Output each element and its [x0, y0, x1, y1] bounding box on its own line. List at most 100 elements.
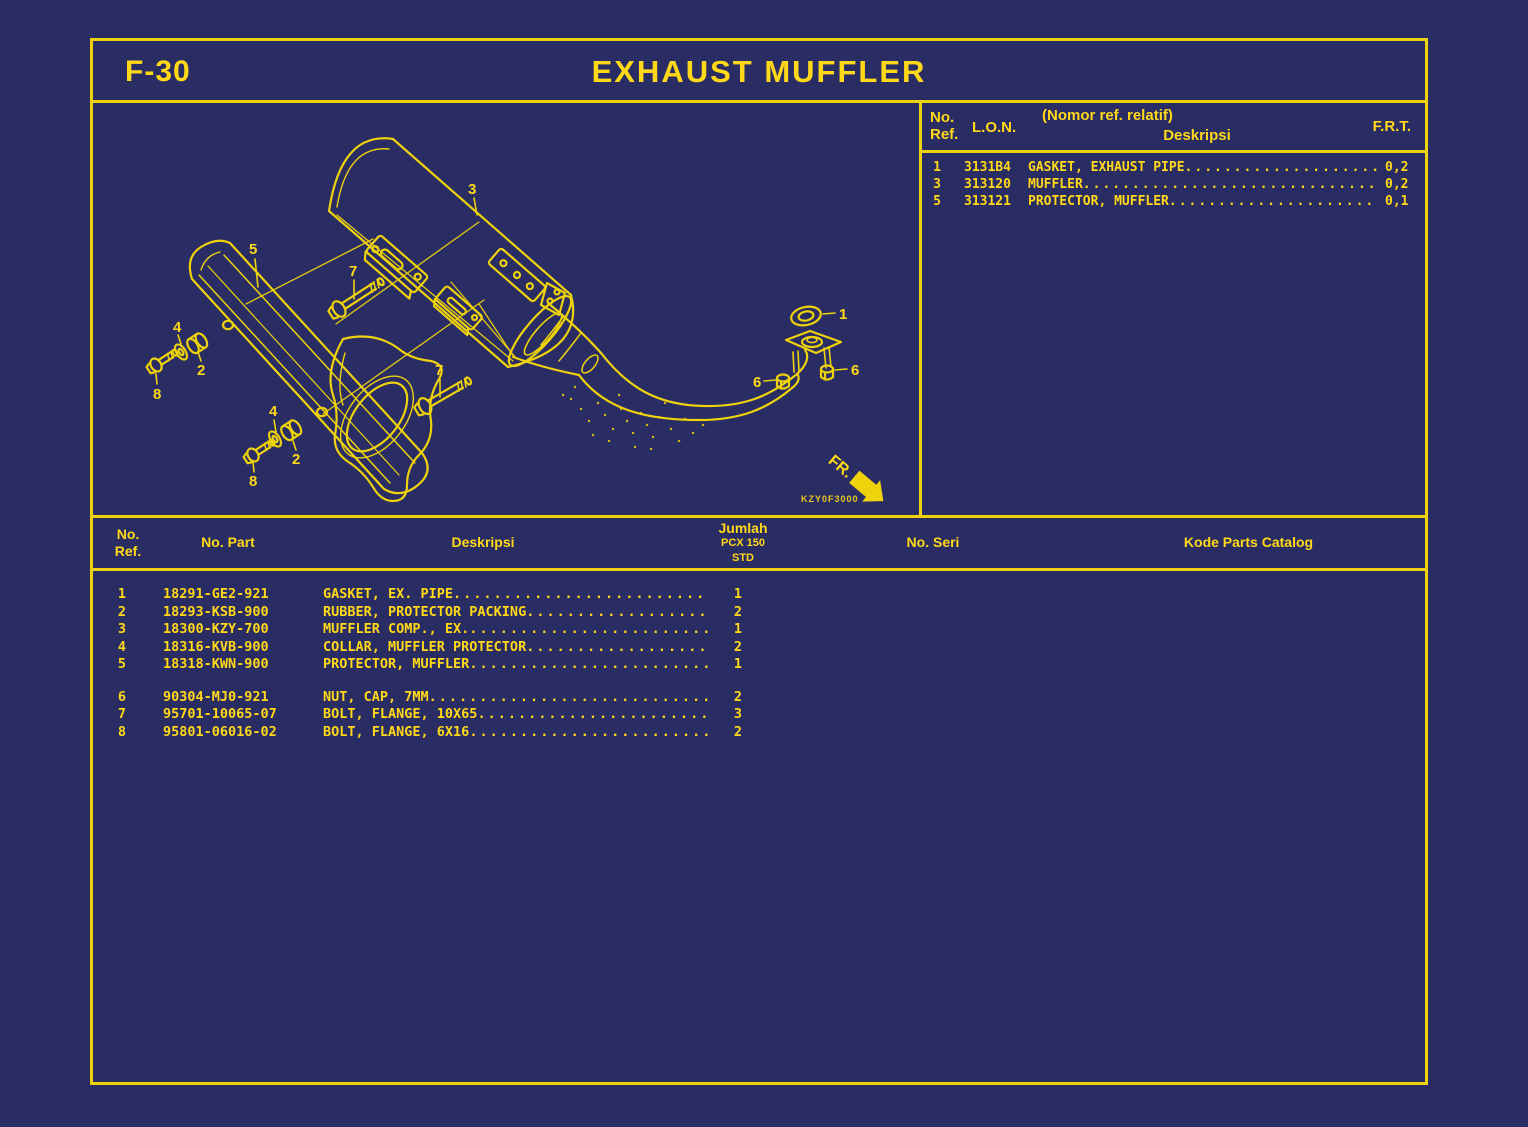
- parts-col-ref: No. Ref.: [114, 526, 142, 559]
- lon-table-row: 1 3131B4 GASKET, EXHAUST PIPE 0,2: [922, 159, 1425, 176]
- dot-leader: [477, 706, 708, 724]
- lon-cell-ref: 1: [933, 160, 941, 175]
- page-title: EXHAUST MUFFLER: [591, 54, 927, 89]
- parts-table-row: 1 18291-GE2-921 GASKET, EX. PIPE 1: [93, 586, 1425, 604]
- parts-cell-qty: 1: [733, 621, 743, 637]
- callout-7-lower: 7: [435, 362, 443, 379]
- callout-4-lower: 4: [269, 403, 278, 420]
- lon-col-frt: F.R.T.: [1372, 118, 1411, 135]
- parts-cell-qty: 3: [733, 706, 743, 722]
- parts-table-row: 6 90304-MJ0-921 NUT, CAP, 7MM 2: [93, 689, 1425, 707]
- callout-4-upper: 4: [173, 319, 182, 336]
- shield-bracket: [329, 335, 443, 503]
- lon-cell-desc: PROTECTOR, MUFFLER: [1028, 194, 1169, 209]
- lon-cell-lon: 3131B4: [964, 160, 1011, 175]
- parts-col-part: No. Part: [201, 534, 255, 550]
- parts-table-row: 5 18318-KWN-900 PROTECTOR, MUFFLER 1: [93, 656, 1425, 674]
- exhaust-flange: [784, 329, 843, 373]
- parts-cell-ref: 7: [117, 706, 127, 722]
- lon-cell-lon: 313120: [964, 177, 1011, 192]
- parts-cell-part: 18300-KZY-700: [163, 621, 269, 637]
- lon-table-row: 3 313120 MUFFLER 0,2: [922, 176, 1425, 193]
- parts-cell-ref: 2: [117, 603, 127, 620]
- dot-leader: [1083, 176, 1377, 193]
- exhaust-pipe: [577, 348, 809, 422]
- parts-table-row: 8 95801-06016-02 BOLT, FLANGE, 6X16 2: [93, 724, 1425, 742]
- parts-col-qty: Jumlah PCX 150 STD: [718, 520, 768, 565]
- callout-8-lower: 8: [249, 473, 257, 490]
- lon-cell-frt: 0,1: [1385, 194, 1409, 209]
- main-divider: [93, 515, 1425, 518]
- callout-1: 1: [839, 306, 847, 323]
- callout-2-upper: 2: [197, 362, 205, 379]
- parts-cell-qty: 2: [733, 688, 743, 705]
- parts-cell-qty: 1: [733, 586, 743, 602]
- parts-cell-ref: 6: [117, 688, 127, 705]
- parts-table-row: 2 18293-KSB-900 RUBBER, PROTECTOR PACKIN…: [93, 604, 1425, 622]
- dot-leader: [469, 724, 708, 742]
- flange-bolt-upper: [324, 272, 389, 323]
- lon-cell-desc: MUFFLER: [1028, 177, 1083, 192]
- dot-leader: [1185, 159, 1377, 176]
- drawing-code: KZY0F3000: [801, 494, 859, 504]
- muffler-hook-bracket: [539, 281, 567, 317]
- parts-cell-desc: BOLT, FLANGE, 6X16: [323, 723, 470, 740]
- lon-table: No. Ref. L.O.N. (Nomor ref. relatif) Des…: [922, 103, 1425, 515]
- parts-table-rows: 1 18291-GE2-921 GASKET, EX. PIPE 1 2 182…: [93, 571, 1425, 741]
- bolt-6x16-lower: [240, 434, 279, 467]
- callout-leaders: [155, 197, 848, 473]
- parts-cell-desc: MUFFLER COMP., EX.: [323, 621, 470, 637]
- callout-3: 3: [468, 181, 476, 198]
- parts-cell-qty: 2: [733, 723, 743, 740]
- lon-cell-frt: 0,2: [1385, 160, 1409, 175]
- callout-2-lower: 2: [292, 451, 300, 468]
- callout-8-upper: 8: [153, 386, 161, 403]
- muffler-stay-upper: [363, 234, 429, 300]
- cap-nut-right: [819, 364, 835, 381]
- parts-cell-desc: BOLT, FLANGE, 10X65: [323, 706, 478, 722]
- parts-cell-desc: COLLAR, MUFFLER PROTECTOR: [323, 638, 527, 655]
- dot-leader: [453, 586, 708, 604]
- parts-table-row: 7 95701-10065-07 BOLT, FLANGE, 10X65 3: [93, 706, 1425, 724]
- parts-cell-desc: RUBBER, PROTECTOR PACKING: [323, 603, 527, 620]
- dot-leader: [1169, 193, 1377, 210]
- muffler-protector: [188, 239, 429, 495]
- callout-labels: 3 5 7 7 4 2 8 4 2 8 1 6 6: [153, 181, 859, 490]
- callout-6-right: 6: [851, 362, 859, 379]
- parts-cell-qty: 2: [733, 603, 743, 620]
- parts-cell-desc: PROTECTOR, MUFFLER: [323, 656, 470, 672]
- parts-cell-part: 18291-GE2-921: [163, 586, 269, 602]
- parts-col-seri: No. Seri: [906, 534, 960, 550]
- parts-cell-ref: 4: [117, 638, 127, 655]
- parts-table-header: No. Ref. No. Part Deskripsi Jumlah PCX 1…: [93, 518, 1425, 571]
- parts-cell-ref: 1: [117, 586, 127, 602]
- lon-col-desc: Deskripsi: [1163, 127, 1231, 144]
- panel-divider: [919, 103, 922, 515]
- lon-table-header: No. Ref. L.O.N. (Nomor ref. relatif) Des…: [922, 103, 1425, 153]
- parts-cell-part: 90304-MJ0-921: [163, 688, 269, 705]
- muffler-body: [327, 137, 603, 377]
- parts-cell-part: 18316-KVB-900: [163, 638, 269, 655]
- parts-cell-qty: 1: [733, 656, 743, 672]
- parts-cell-qty: 2: [733, 638, 743, 655]
- page-frame: F-30 EXHAUST MUFFLER: [90, 38, 1428, 1085]
- collar-upper: [183, 330, 211, 357]
- lon-table-row: 5 313121 PROTECTOR, MUFFLER 0,1: [922, 193, 1425, 210]
- dot-leader: [526, 639, 708, 657]
- parts-cell-desc: NUT, CAP, 7MM: [323, 688, 429, 705]
- parts-cell-part: 95701-10065-07: [163, 706, 277, 722]
- lon-cell-ref: 5: [933, 194, 941, 209]
- parts-cell-ref: 8: [117, 723, 127, 740]
- header-strip: F-30 EXHAUST MUFFLER: [93, 41, 1425, 103]
- callout-7-upper: 7: [349, 263, 357, 280]
- callout-5: 5: [249, 241, 257, 258]
- lon-table-rows: 1 3131B4 GASKET, EXHAUST PIPE 0,2 3 3131…: [922, 153, 1425, 210]
- parts-col-kode: Kode Parts Catalog: [1183, 534, 1314, 550]
- lon-cell-desc: GASKET, EXHAUST PIPE: [1028, 160, 1185, 175]
- parts-cell-part: 95801-06016-02: [163, 723, 277, 740]
- shading-dots: [561, 385, 705, 451]
- dot-leader: [469, 621, 708, 639]
- lon-col-lon: L.O.N.: [972, 119, 1017, 136]
- fr-label: FR.: [825, 452, 856, 482]
